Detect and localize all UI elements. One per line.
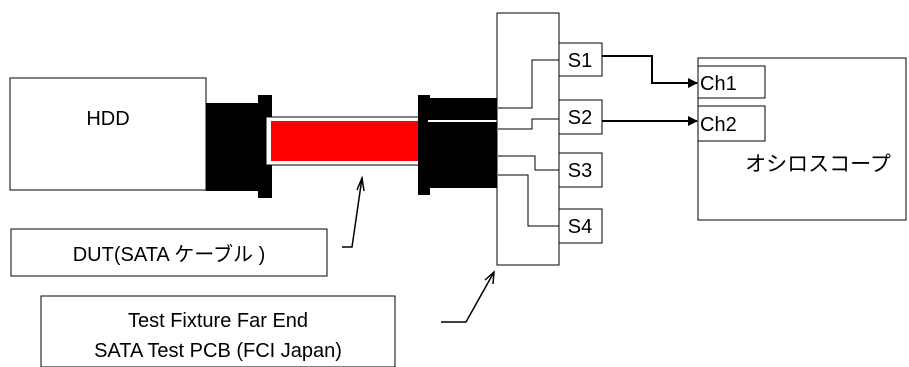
- s1-to-ch1-arrow: [602, 55, 698, 88]
- sata-cable-red: [271, 121, 421, 161]
- oscilloscope-label: オシロスコープ: [745, 153, 891, 176]
- port-s3-box: [558, 152, 603, 188]
- ch2-box: [697, 105, 766, 142]
- left-connector: [206, 95, 272, 198]
- ch1-box: [697, 65, 766, 99]
- port-s2-box: [558, 99, 603, 135]
- ch1-label: Ch1: [700, 73, 737, 95]
- dut-label: DUT(SATA ケーブル ): [73, 242, 266, 266]
- hdd-label: HDD: [86, 108, 129, 130]
- port-s3-label: S3: [568, 160, 592, 182]
- fixture-wiring: [498, 59, 559, 227]
- port-s1-label: S1: [568, 50, 592, 72]
- port-s1-box: [558, 42, 603, 77]
- fixture-pointer: [441, 271, 495, 323]
- port-s4-box: [558, 208, 603, 244]
- port-s4-label: S4: [568, 216, 592, 238]
- hdd-box: [9, 77, 207, 191]
- dut-label-box: [10, 228, 328, 277]
- test-fixture-board: [496, 12, 560, 266]
- fixture-label-box: [40, 295, 396, 367]
- fixture-label-line1: Test Fixture Far End: [128, 310, 308, 332]
- ch2-label: Ch2: [700, 114, 737, 136]
- port-s2-label: S2: [568, 107, 592, 129]
- dut-pointer: [342, 177, 363, 248]
- fixture-label-line2: SATA Test PCB (FCI Japan): [94, 340, 342, 362]
- right-connector: [418, 95, 498, 195]
